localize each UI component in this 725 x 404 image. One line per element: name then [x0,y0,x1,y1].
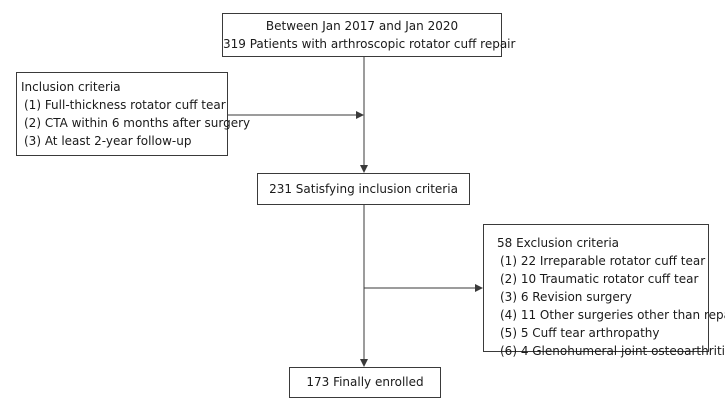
satisfying-criteria-box: 231 Satisfying inclusion criteria [257,173,470,205]
final-enrolled-box: 173 Finally enrolled [289,367,441,398]
patient-count-text: 319 Patients with arthroscopic rotator c… [223,37,516,51]
inclusion-title: Inclusion criteria [21,80,121,94]
start-population-box: Between Jan 2017 and Jan 2020 319 Patien… [222,13,516,57]
inclusion-item: (3) At least 2-year follow-up [24,134,192,148]
period-text: Between Jan 2017 and Jan 2020 [265,19,459,33]
final-text: 173 Finally enrolled [306,375,424,389]
exclusion-item: (4) 11 Other surgeries other than repair [500,308,725,322]
exclusion-item: (5) 5 Cuff tear arthropathy [500,326,660,340]
inclusion-item: (2) CTA within 6 months after surgery [24,116,251,130]
exclusion-title: 58 Exclusion criteria [497,236,620,250]
exclusion-item: (3) 6 Revision surgery [500,290,632,304]
exclusion-item: (2) 10 Traumatic rotator cuff tear [500,272,699,286]
exclusion-item: (6) 4 Glenohumeral joint osteoarthritis [500,344,725,358]
exclusion-item: (1) 22 Irreparable rotator cuff tear [500,254,706,268]
satisfying-text: 231 Satisfying inclusion criteria [269,182,458,196]
inclusion-criteria-box: Inclusion criteria (1) Full-thickness ro… [16,72,251,156]
inclusion-item: (1) Full-thickness rotator cuff tear [24,98,226,112]
exclusion-criteria-box: 58 Exclusion criteria (1) 22 Irreparable… [483,224,725,358]
